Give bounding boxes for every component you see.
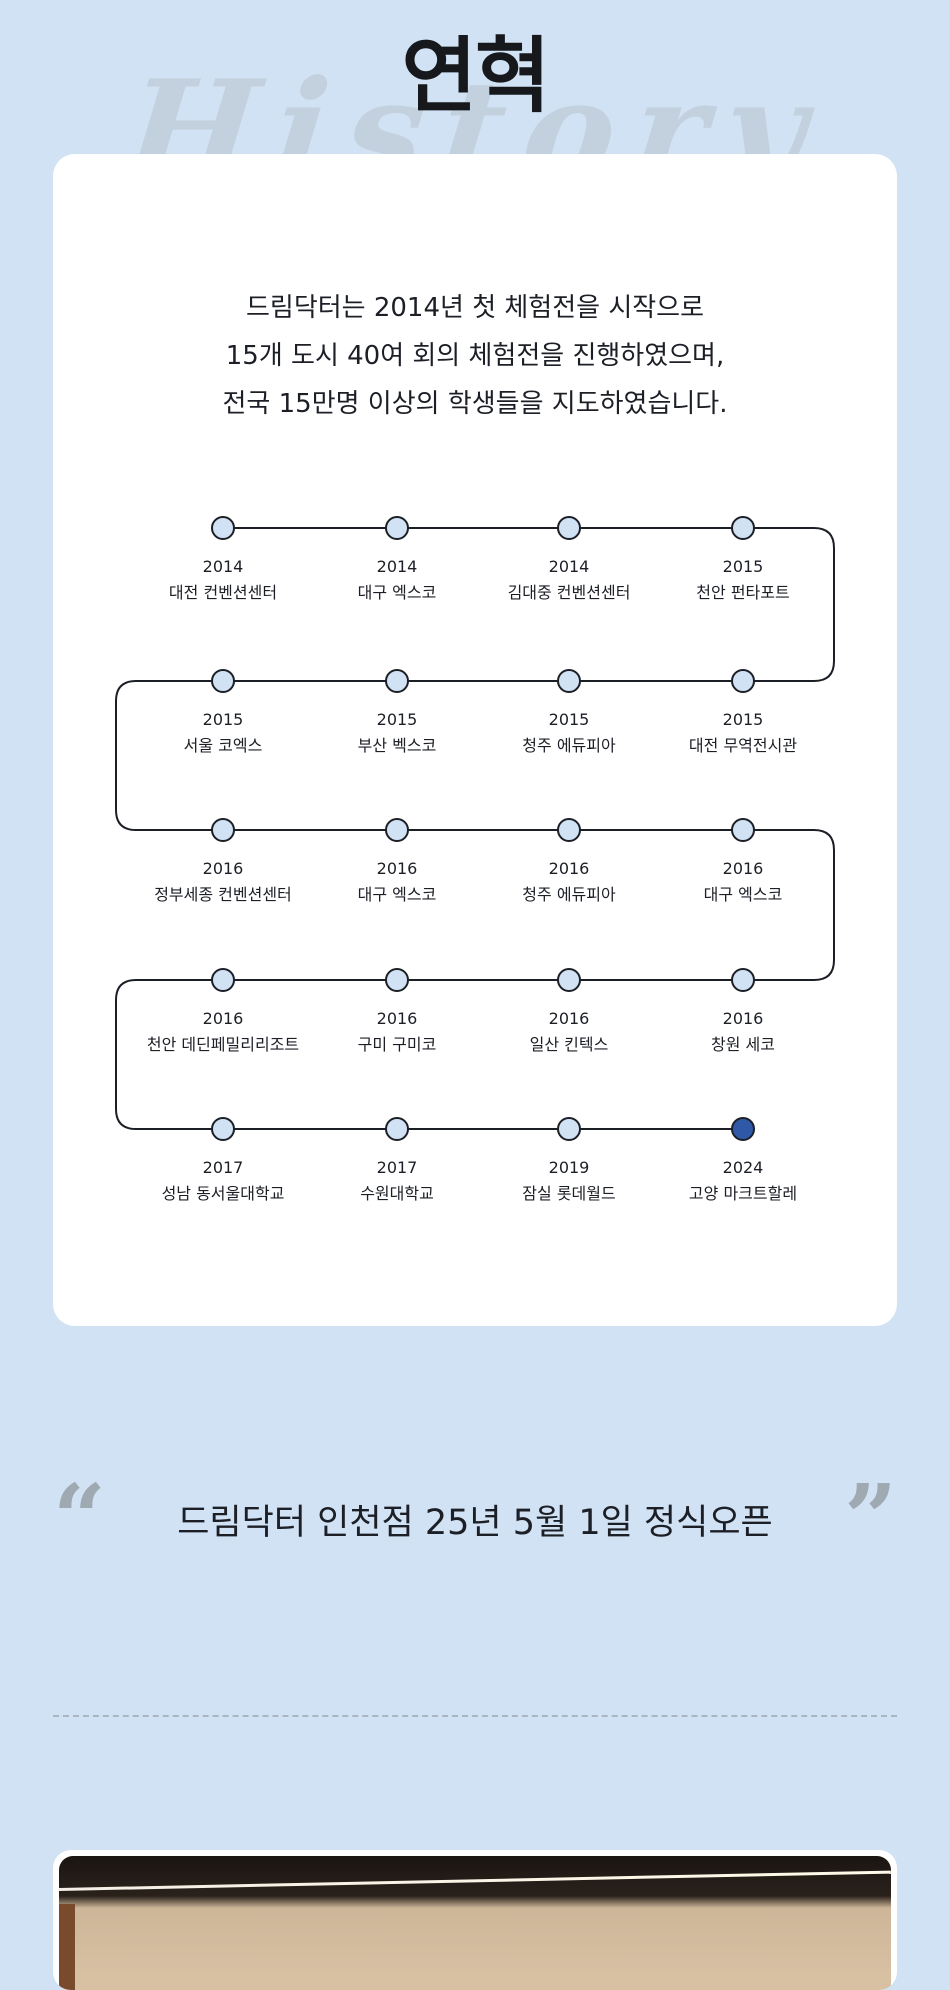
history-timeline: 2014 대전 컨벤션센터 2014 대구 엑스코 2014 김대중 컨벤션센터 2015 천… <box>53 154 897 1326</box>
history-header: History 연혁 <box>0 0 950 213</box>
timeline-year: 2014 <box>376 557 418 576</box>
timeline-node-current <box>731 1117 755 1141</box>
timeline-place: 부산 벡스코 <box>357 736 437 755</box>
timeline-item: 2016 대구 엑스코 <box>312 856 482 908</box>
timeline-place: 잠실 롯데월드 <box>522 1184 616 1203</box>
timeline-year: 2016 <box>722 859 764 878</box>
timeline-item: 2017 성남 동서울대학교 <box>138 1155 308 1207</box>
timeline-node <box>731 968 755 992</box>
timeline-node <box>557 968 581 992</box>
timeline-place: 천안 데딘페밀리리조트 <box>146 1035 300 1054</box>
timeline-year: 2016 <box>722 1009 764 1028</box>
timeline-item: 2015 청주 에듀피아 <box>484 707 654 759</box>
section-divider <box>53 1715 897 1717</box>
timeline-year: 2016 <box>548 1009 590 1028</box>
timeline-item: 2016 청주 에듀피아 <box>484 856 654 908</box>
timeline-item: 2016 천안 데딘페밀리리조트 <box>138 1006 308 1058</box>
timeline-item: 2016 일산 킨텍스 <box>484 1006 654 1058</box>
timeline-year: 2014 <box>202 557 244 576</box>
timeline-node <box>385 669 409 693</box>
ceiling-light <box>59 1870 891 1891</box>
timeline-item: 2015 대전 무역전시관 <box>658 707 828 759</box>
timeline-year: 2015 <box>722 710 764 729</box>
timeline-year: 2016 <box>376 859 418 878</box>
timeline-node <box>211 968 235 992</box>
timeline-item: 2016 정부세종 컨벤션센터 <box>138 856 308 908</box>
store-photo-frame <box>53 1850 897 1990</box>
timeline-year: 2014 <box>548 557 590 576</box>
close-quote-icon: ” <box>844 1464 897 1572</box>
timeline-place: 고양 마크트할레 <box>688 1184 798 1203</box>
timeline-item: 2016 구미 구미코 <box>312 1006 482 1058</box>
timeline-place: 김대중 컨벤션센터 <box>507 583 631 602</box>
timeline-item: 2015 천안 펀타포트 <box>658 554 828 606</box>
timeline-place: 서울 코엑스 <box>183 736 263 755</box>
timeline-node <box>557 1117 581 1141</box>
intro-line: 전국 15만명 이상의 학생들을 지도하였습니다. <box>222 389 728 419</box>
timeline-year: 2015 <box>722 557 764 576</box>
timeline-node <box>731 818 755 842</box>
page-title: 연혁 <box>401 29 551 124</box>
announcement: “ 드림닥터 인천점 25년 5월 1일 정식오픈 ” <box>53 1472 897 1564</box>
timeline-place: 정부세종 컨벤션센터 <box>154 885 292 904</box>
intro-line: 15개 도시 40여 회의 체험전을 진행하였으며, <box>225 341 725 371</box>
timeline-year: 2015 <box>202 710 244 729</box>
timeline-node <box>385 818 409 842</box>
timeline-node <box>211 818 235 842</box>
timeline-item: 2015 서울 코엑스 <box>138 707 308 759</box>
history-card: 드림닥터는 2014년 첫 체험전을 시작으로 15개 도시 40여 회의 체험… <box>53 154 897 1326</box>
timeline-year: 2015 <box>376 710 418 729</box>
timeline-year: 2015 <box>548 710 590 729</box>
timeline-item: 2014 대전 컨벤션센터 <box>138 554 308 606</box>
timeline-place: 청주 에듀피아 <box>522 885 616 904</box>
timeline-year: 2019 <box>548 1158 590 1177</box>
timeline-line <box>115 527 835 1130</box>
timeline-year: 2024 <box>722 1158 764 1177</box>
timeline-item: 2014 대구 엑스코 <box>312 554 482 606</box>
timeline-node <box>731 516 755 540</box>
timeline-place: 대구 엑스코 <box>357 583 437 602</box>
timeline-year: 2017 <box>202 1158 244 1177</box>
intro-text: 드림닥터는 2014년 첫 체험전을 시작으로 15개 도시 40여 회의 체험… <box>53 284 897 428</box>
timeline-path-svg <box>115 516 835 1141</box>
timeline-node <box>385 968 409 992</box>
timeline-year: 2017 <box>376 1158 418 1177</box>
timeline-place: 일산 킨텍스 <box>529 1035 609 1054</box>
timeline-place: 성남 동서울대학교 <box>161 1184 285 1203</box>
timeline-year: 2016 <box>376 1009 418 1028</box>
timeline-node <box>385 1117 409 1141</box>
timeline-item: 2019 잠실 롯데월드 <box>484 1155 654 1207</box>
timeline-place: 수원대학교 <box>360 1184 434 1203</box>
timeline-item: 2014 김대중 컨벤션센터 <box>484 554 654 606</box>
timeline-place: 대구 엑스코 <box>357 885 437 904</box>
timeline-node <box>211 669 235 693</box>
timeline-place: 대전 컨벤션센터 <box>168 583 278 602</box>
timeline-node <box>557 669 581 693</box>
timeline-place: 대전 무역전시관 <box>688 736 798 755</box>
timeline-node <box>211 516 235 540</box>
store-photo <box>59 1856 891 1990</box>
timeline-place: 창원 세코 <box>711 1035 775 1054</box>
timeline-year: 2016 <box>202 1009 244 1028</box>
intro-line: 드림닥터는 2014년 첫 체험전을 시작으로 <box>245 293 705 323</box>
timeline-node <box>211 1117 235 1141</box>
timeline-year: 2016 <box>202 859 244 878</box>
timeline-place: 천안 펀타포트 <box>696 583 790 602</box>
timeline-item: 2015 부산 벡스코 <box>312 707 482 759</box>
announcement-text: 드림닥터 인천점 25년 5월 1일 정식오픈 <box>177 1503 773 1543</box>
timeline-node <box>557 516 581 540</box>
timeline-item: 2024 고양 마크트할레 <box>658 1155 828 1207</box>
open-quote-icon: “ <box>53 1464 106 1572</box>
timeline-node <box>385 516 409 540</box>
timeline-place: 대구 엑스코 <box>703 885 783 904</box>
timeline-node <box>557 818 581 842</box>
wood-post <box>59 1904 75 1990</box>
timeline-item: 2016 창원 세코 <box>658 1006 828 1058</box>
timeline-place: 청주 에듀피아 <box>522 736 616 755</box>
timeline-item: 2017 수원대학교 <box>312 1155 482 1207</box>
timeline-node <box>731 669 755 693</box>
timeline-place: 구미 구미코 <box>357 1035 437 1054</box>
timeline-item: 2016 대구 엑스코 <box>658 856 828 908</box>
timeline-year: 2016 <box>548 859 590 878</box>
